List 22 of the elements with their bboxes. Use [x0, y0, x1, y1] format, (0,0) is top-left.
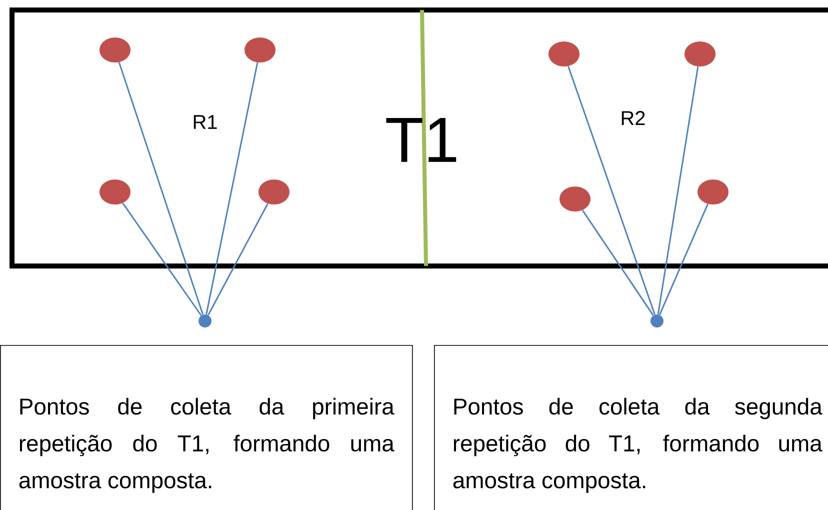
sample-point	[548, 42, 580, 66]
collection-point	[650, 314, 664, 328]
connector-line	[582, 210, 654, 316]
sample-point	[684, 42, 716, 66]
connector-line	[568, 66, 656, 315]
sample-point	[560, 186, 590, 212]
sample-point	[100, 38, 130, 62]
text-box: Pontos de coleta da segunda repetição do T1, formando uma amostra composta.	[434, 345, 828, 510]
sample-point	[258, 180, 290, 204]
sample-point	[244, 38, 276, 62]
connector-line	[118, 62, 204, 315]
sample-point	[100, 180, 130, 204]
sample-point	[698, 180, 728, 204]
text-box: Pontos de coleta da primeira repetição do T1, formando uma amostra composta.	[0, 345, 413, 510]
connector-line	[658, 204, 708, 316]
connector-line	[206, 62, 258, 315]
connector-line	[208, 203, 268, 316]
plot-label: R2	[622, 111, 645, 125]
connector-line	[122, 202, 202, 316]
collection-point	[198, 314, 212, 328]
connector-line	[657, 66, 699, 314]
plot-label: R1	[194, 115, 217, 129]
